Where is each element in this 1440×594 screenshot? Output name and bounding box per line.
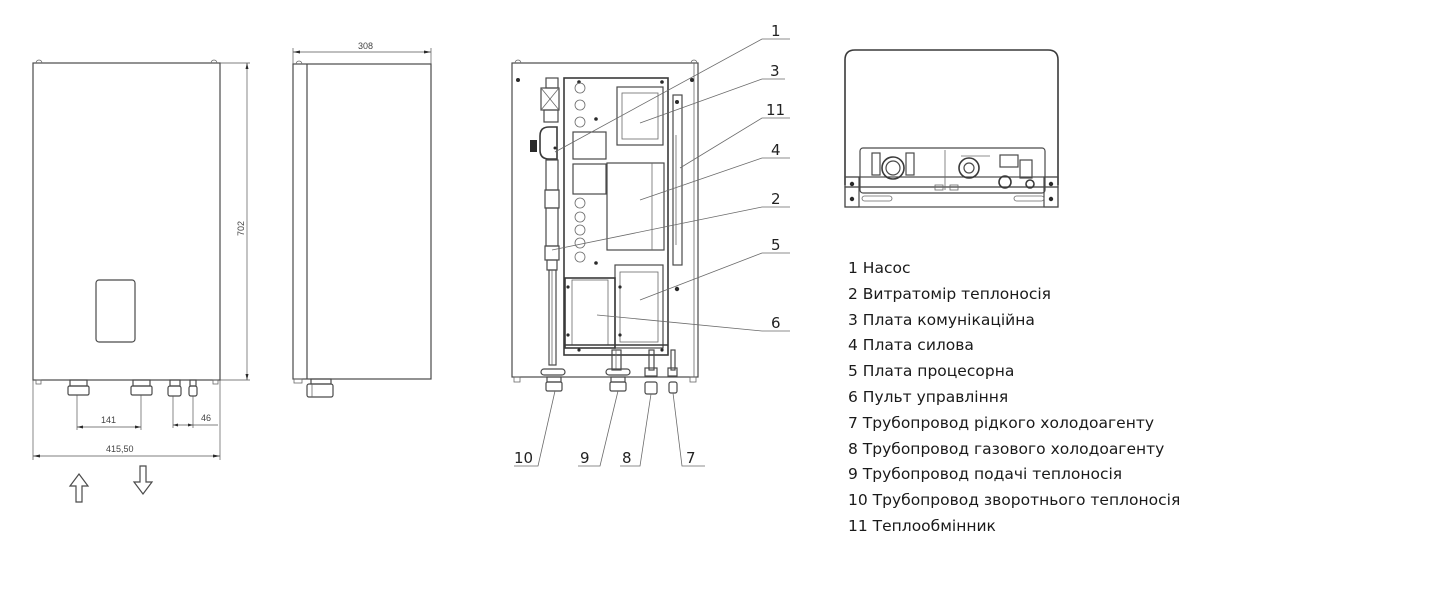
bottom-view bbox=[844, 49, 1059, 208]
communication-board bbox=[616, 86, 664, 146]
callout-8: 8 bbox=[622, 449, 632, 467]
flow-meter bbox=[545, 207, 559, 247]
up-arrow-icon bbox=[68, 473, 90, 503]
bottom-connector-water-2 bbox=[958, 157, 980, 179]
callout-10: 10 bbox=[514, 449, 533, 467]
callout-4: 4 bbox=[771, 141, 781, 159]
front-connector-gas bbox=[167, 379, 182, 397]
front-connector-liquid bbox=[188, 379, 198, 397]
callout-9: 9 bbox=[580, 449, 590, 467]
callout-11: 11 bbox=[766, 101, 785, 119]
callout-5: 5 bbox=[771, 236, 781, 254]
pump bbox=[530, 77, 560, 160]
dim-total-width: 415,50 bbox=[106, 444, 134, 454]
callout-2: 2 bbox=[771, 190, 781, 208]
legend-item: 5 Плата процесорна bbox=[848, 362, 1015, 381]
legend-item: 2 Витратомір теплоносія bbox=[848, 284, 1051, 303]
dim-refrigerant-spacing: 46 bbox=[201, 413, 211, 423]
connector-9 bbox=[605, 368, 631, 392]
side-housing bbox=[292, 63, 432, 380]
legend-item: 7 Трубопровод рідкого холодоагенту bbox=[848, 413, 1155, 432]
down-arrow-icon bbox=[132, 465, 154, 495]
mounting-plate bbox=[563, 77, 669, 356]
side-view: 308 bbox=[292, 41, 432, 398]
callout-1: 1 bbox=[771, 22, 781, 40]
connector-7 bbox=[667, 367, 678, 394]
connector-10 bbox=[540, 368, 566, 392]
power-board bbox=[606, 162, 665, 251]
front-connector-return bbox=[67, 379, 90, 396]
callout-6: 6 bbox=[771, 314, 781, 332]
legend-item: 1 Насос bbox=[848, 259, 911, 277]
legend: 1 Насос 2 Витратомір теплоносія 3 Плата … bbox=[848, 256, 1180, 540]
connector-8 bbox=[644, 367, 658, 395]
legend-item: 11 Теплообмінник bbox=[848, 516, 996, 535]
bottom-view-housing bbox=[844, 49, 1059, 185]
dim-water-spacing: 141 bbox=[101, 415, 116, 425]
callout-3: 3 bbox=[770, 62, 780, 80]
internal-frame bbox=[511, 62, 699, 378]
processor-board bbox=[614, 264, 664, 349]
front-display-window bbox=[95, 279, 136, 343]
legend-item: 4 Плата силова bbox=[848, 336, 974, 355]
dim-depth: 308 bbox=[358, 41, 373, 51]
front-connector-supply bbox=[130, 379, 153, 396]
control-panel bbox=[564, 277, 616, 349]
front-view: 702 141 46 415,50 bbox=[32, 59, 250, 503]
legend-item: 6 Пульт управління bbox=[848, 387, 1009, 406]
dim-height: 702 bbox=[236, 221, 246, 236]
legend-item: 8 Трубопровод газового холодоагенту bbox=[848, 439, 1165, 458]
legend-item: 3 Плата комунікаційна bbox=[848, 310, 1035, 329]
legend-item: 10 Трубопровод зворотнього теплоносія bbox=[848, 491, 1181, 510]
internal-view: 1 3 11 4 2 5 6 10 9 8 7 bbox=[511, 22, 790, 467]
callout-7: 7 bbox=[686, 449, 696, 467]
front-housing bbox=[32, 62, 221, 381]
heat-exchanger bbox=[672, 94, 683, 266]
bottom-connector-water bbox=[881, 156, 905, 180]
side-connector bbox=[306, 378, 334, 398]
legend-item: 9 Трубопровод подачі теплоносія bbox=[848, 465, 1123, 484]
